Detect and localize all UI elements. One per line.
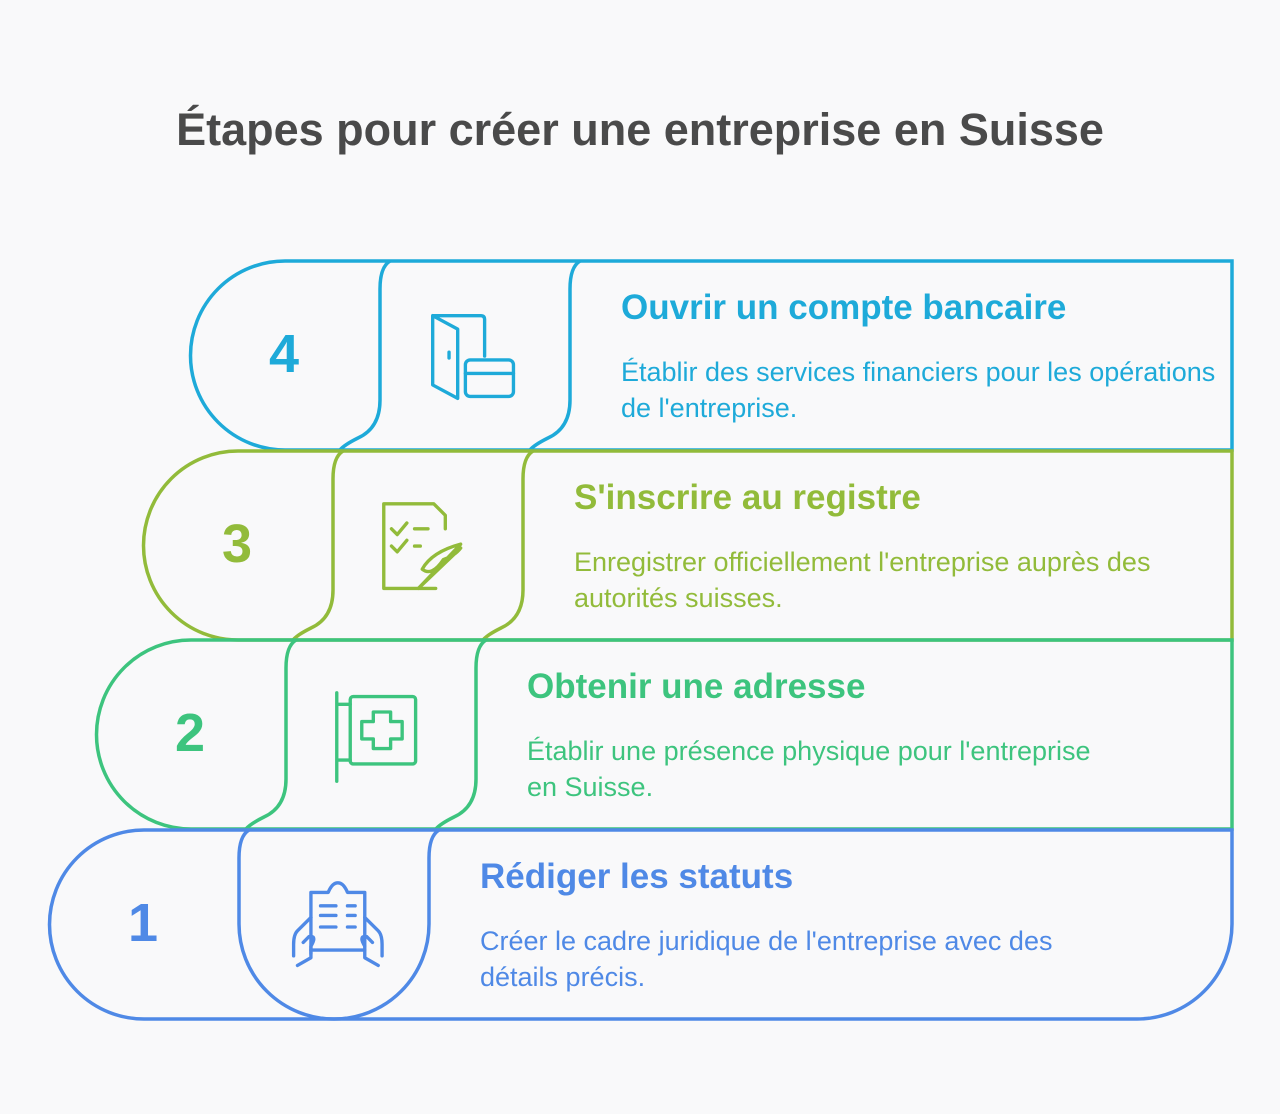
step-description: Créer le cadre juridique de l'entreprise… bbox=[480, 926, 1053, 992]
step-title: Ouvrir un compte bancaire bbox=[621, 288, 1067, 327]
step-title: S'inscrire au registre bbox=[574, 478, 921, 517]
step-number: 3 bbox=[221, 514, 253, 574]
step-title: Obtenir une adresse bbox=[527, 667, 866, 706]
step-shape-4 bbox=[188, 259, 1234, 452]
step-description: Enregistrer officiellement l'entreprise … bbox=[574, 547, 1151, 613]
step-number: 1 bbox=[127, 893, 159, 953]
step-description: Établir des services financiers pour les… bbox=[621, 357, 1216, 423]
page-title: Étapes pour créer une entreprise en Suis… bbox=[176, 104, 1104, 155]
sign-cross-icon bbox=[331, 687, 431, 787]
step-shape-3 bbox=[141, 449, 1234, 642]
door-credit-card-icon bbox=[425, 308, 525, 408]
step-shape-1 bbox=[47, 828, 1234, 1021]
checklist-quill-icon bbox=[378, 498, 478, 598]
hands-clipboard-icon bbox=[284, 877, 384, 977]
step-description: Établir une présence physique pour l'ent… bbox=[527, 736, 1091, 802]
step-title: Rédiger les statuts bbox=[480, 857, 794, 896]
step-shape-2 bbox=[94, 638, 1234, 831]
step-number: 4 bbox=[268, 324, 300, 384]
step-number: 2 bbox=[174, 703, 206, 763]
